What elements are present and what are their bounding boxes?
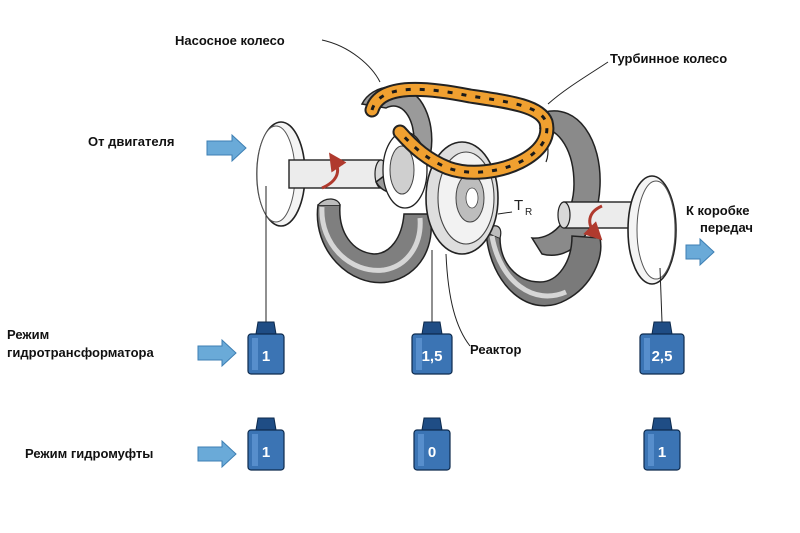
- pump-wheel-lower: [316, 198, 432, 284]
- weight-coupling-2: 0: [413, 417, 451, 471]
- label-pump-wheel: Насосное колесо: [175, 33, 285, 48]
- weight-strings: [265, 186, 663, 323]
- weight-coupling-1: 1: [247, 417, 285, 471]
- leader-lines: [321, 39, 609, 347]
- pump-wheel-upper: [360, 86, 433, 209]
- arrow-right-icon: [685, 237, 715, 267]
- label-coupling-mode: Режим гидромуфты: [25, 446, 154, 461]
- label-from-engine: От двигателя: [88, 134, 175, 149]
- torque-subscript: R: [525, 207, 532, 218]
- torque-symbol: T: [514, 197, 523, 214]
- weight-converter-3: 2,5: [639, 321, 685, 375]
- weight-coupling-3-value: 1: [658, 444, 666, 461]
- weight-converter-1-value: 1: [262, 348, 270, 365]
- arrow-right-icon: [206, 133, 247, 163]
- label-to-gearbox-line2: передач: [700, 220, 753, 235]
- arrow-right-icon: [197, 338, 237, 368]
- torque-label: T R: [514, 197, 532, 218]
- weight-converter-2: 1,5: [411, 321, 453, 375]
- weight-coupling-3: 1: [643, 417, 681, 471]
- input-rotation-icon: [321, 152, 347, 190]
- label-turbine-wheel: Турбинное колесо: [610, 51, 728, 66]
- label-to-gearbox-line1: К коробке: [686, 203, 750, 218]
- weight-converter-2-value: 1,5: [422, 348, 443, 365]
- weight-converter-3-value: 2,5: [652, 348, 673, 365]
- output-disc: [627, 175, 677, 285]
- label-reactor: Реактор: [470, 342, 522, 357]
- weight-coupling-2-value: 0: [428, 444, 436, 461]
- label-converter-mode-line1: Режим: [7, 327, 50, 342]
- fluid-flow-loop: [364, 81, 555, 180]
- output-rotation-icon: [583, 204, 603, 241]
- weight-converter-1: 1: [247, 321, 285, 375]
- weight-coupling-1-value: 1: [262, 444, 270, 461]
- arrow-right-icon: [197, 439, 237, 469]
- label-converter-mode-line2: гидротрансформатора: [7, 345, 154, 360]
